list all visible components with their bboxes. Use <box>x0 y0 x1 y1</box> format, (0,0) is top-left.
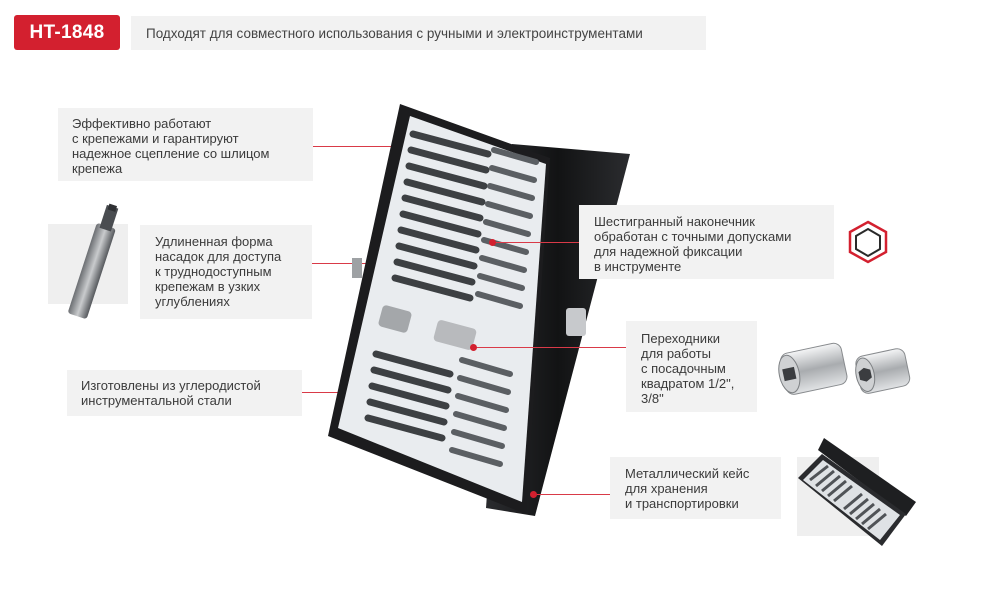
callout-adapters: Переходники для работы с посадочным квад… <box>626 321 757 412</box>
callout-grip-line <box>313 146 413 147</box>
callout-case-line <box>533 494 610 495</box>
callout-steel-line <box>302 392 351 393</box>
bit-set-case <box>328 104 630 516</box>
callout-long-shape-line <box>312 263 380 264</box>
callout-adapters-line <box>473 347 626 348</box>
callout-case: Металлический кейс для хранения и трансп… <box>610 457 781 519</box>
callout-hex-tip-line <box>492 242 579 243</box>
callout-long-shape: Удлиненная форма насадок для доступа к т… <box>140 225 312 319</box>
adapter-socket-icon <box>778 342 911 395</box>
hex-bit-icon <box>68 203 119 319</box>
callout-adapters-dot <box>470 344 477 351</box>
compatibility-subtitle: Подходят для совместного использования с… <box>131 16 706 50</box>
model-badge: HT-1848 <box>14 15 120 50</box>
callout-case-dot <box>530 491 537 498</box>
callout-steel: Изготовлены из углеродистой инструментал… <box>67 370 302 416</box>
callout-hex-tip: Шестигранный наконечник обработан с точн… <box>579 205 834 279</box>
case-thumbnail-icon <box>798 438 916 546</box>
hexagon-icon <box>848 220 888 264</box>
callout-grip: Эффективно работают с крепежами и гарант… <box>58 108 313 181</box>
callout-hex-tip-dot <box>489 239 496 246</box>
